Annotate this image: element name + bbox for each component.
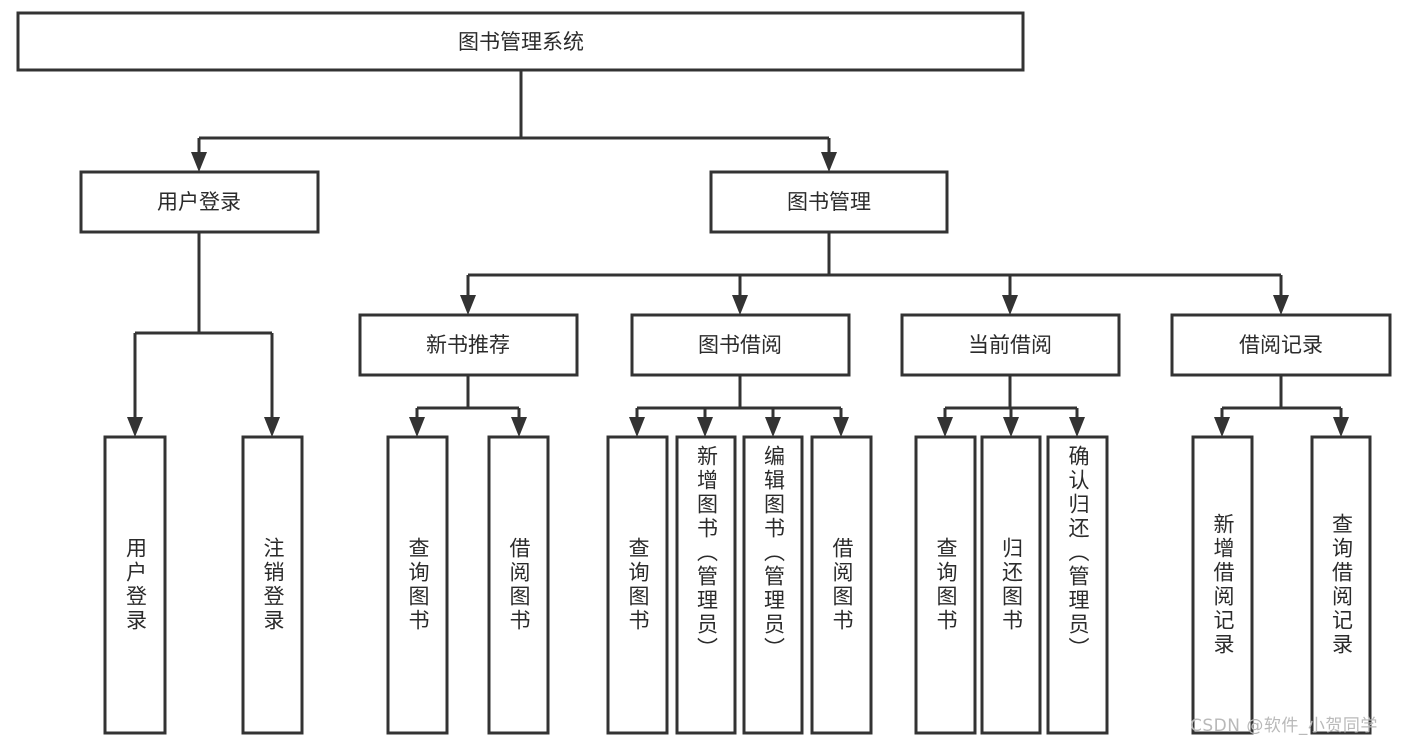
leaf-box-query-book-3[interactable] bbox=[914, 435, 977, 735]
leaf-box-user-login[interactable] bbox=[103, 435, 167, 735]
node-box-root[interactable] bbox=[16, 11, 1025, 72]
node-box-book-manage[interactable] bbox=[709, 170, 949, 234]
arrow-leaf-confirm-return bbox=[1069, 417, 1085, 437]
node-label-book-manage: 图书管理 bbox=[787, 190, 871, 214]
leaf-box-edit-book[interactable] bbox=[742, 435, 804, 735]
arrow-to-borrow-record bbox=[1273, 295, 1289, 315]
arrow-to-book-manage bbox=[821, 152, 837, 172]
node-label-new-book-recommend: 新书推荐 bbox=[426, 333, 510, 357]
arrow-leaf-query-record bbox=[1333, 417, 1349, 437]
arrow-to-borrow-book bbox=[732, 295, 748, 315]
arrow-leaf-query-book-1 bbox=[409, 417, 425, 437]
leaf-box-query-book-2[interactable] bbox=[606, 435, 669, 735]
node-box-user-login[interactable] bbox=[79, 170, 320, 234]
arrow-to-current-borrow bbox=[1002, 295, 1018, 315]
leaf-box-logout[interactable] bbox=[241, 435, 304, 735]
arrow-to-user-login bbox=[191, 152, 207, 172]
leaf-box-borrow-book-2[interactable] bbox=[810, 435, 873, 735]
arrow-leaf-add-record bbox=[1214, 417, 1230, 437]
leaf-box-borrow-book-1[interactable] bbox=[487, 435, 550, 735]
leaf-box-return-book[interactable] bbox=[980, 435, 1042, 735]
arrow-leaf-borrow-book-2 bbox=[833, 417, 849, 437]
leaf-box-add-record[interactable] bbox=[1191, 435, 1254, 735]
node-label-root: 图书管理系统 bbox=[458, 30, 584, 54]
arrow-leaf-add-book bbox=[697, 417, 713, 437]
arrow-leaf-query-book-3 bbox=[937, 417, 953, 437]
connector-layer bbox=[127, 70, 1349, 437]
arrow-leaf-edit-book bbox=[765, 417, 781, 437]
node-box-current-borrow[interactable] bbox=[900, 313, 1121, 377]
node-box-book-borrow[interactable] bbox=[630, 313, 851, 377]
leaf-box-confirm-return[interactable] bbox=[1046, 435, 1109, 735]
arrow-leaf-user-login bbox=[127, 417, 143, 437]
arrow-leaf-borrow-book-1 bbox=[511, 417, 527, 437]
leaf-box-query-record[interactable] bbox=[1310, 435, 1372, 735]
node-label-current-borrow: 当前借阅 bbox=[968, 333, 1052, 357]
leaf-box-query-book-1[interactable] bbox=[386, 435, 449, 735]
node-label-user-login: 用户登录 bbox=[157, 190, 241, 214]
node-box-borrow-record[interactable] bbox=[1170, 313, 1392, 377]
node-label-book-borrow: 图书借阅 bbox=[698, 333, 782, 357]
label-layer: 图书管理系统 用户登录 图书管理 新书推荐 图书借阅 当前借阅 借阅记录 bbox=[157, 30, 1323, 357]
node-layer bbox=[16, 11, 1392, 735]
arrow-to-new-book bbox=[460, 295, 476, 315]
arrow-leaf-logout bbox=[264, 417, 280, 437]
csdn-watermark: CSDN @软件_小贺同学 bbox=[1190, 716, 1378, 736]
arrow-leaf-query-book-2 bbox=[629, 417, 645, 437]
leaf-box-add-book[interactable] bbox=[675, 435, 737, 735]
node-box-new-book-recommend[interactable] bbox=[358, 313, 579, 377]
node-label-borrow-record: 借阅记录 bbox=[1239, 333, 1323, 357]
arrow-leaf-return-book bbox=[1003, 417, 1019, 437]
